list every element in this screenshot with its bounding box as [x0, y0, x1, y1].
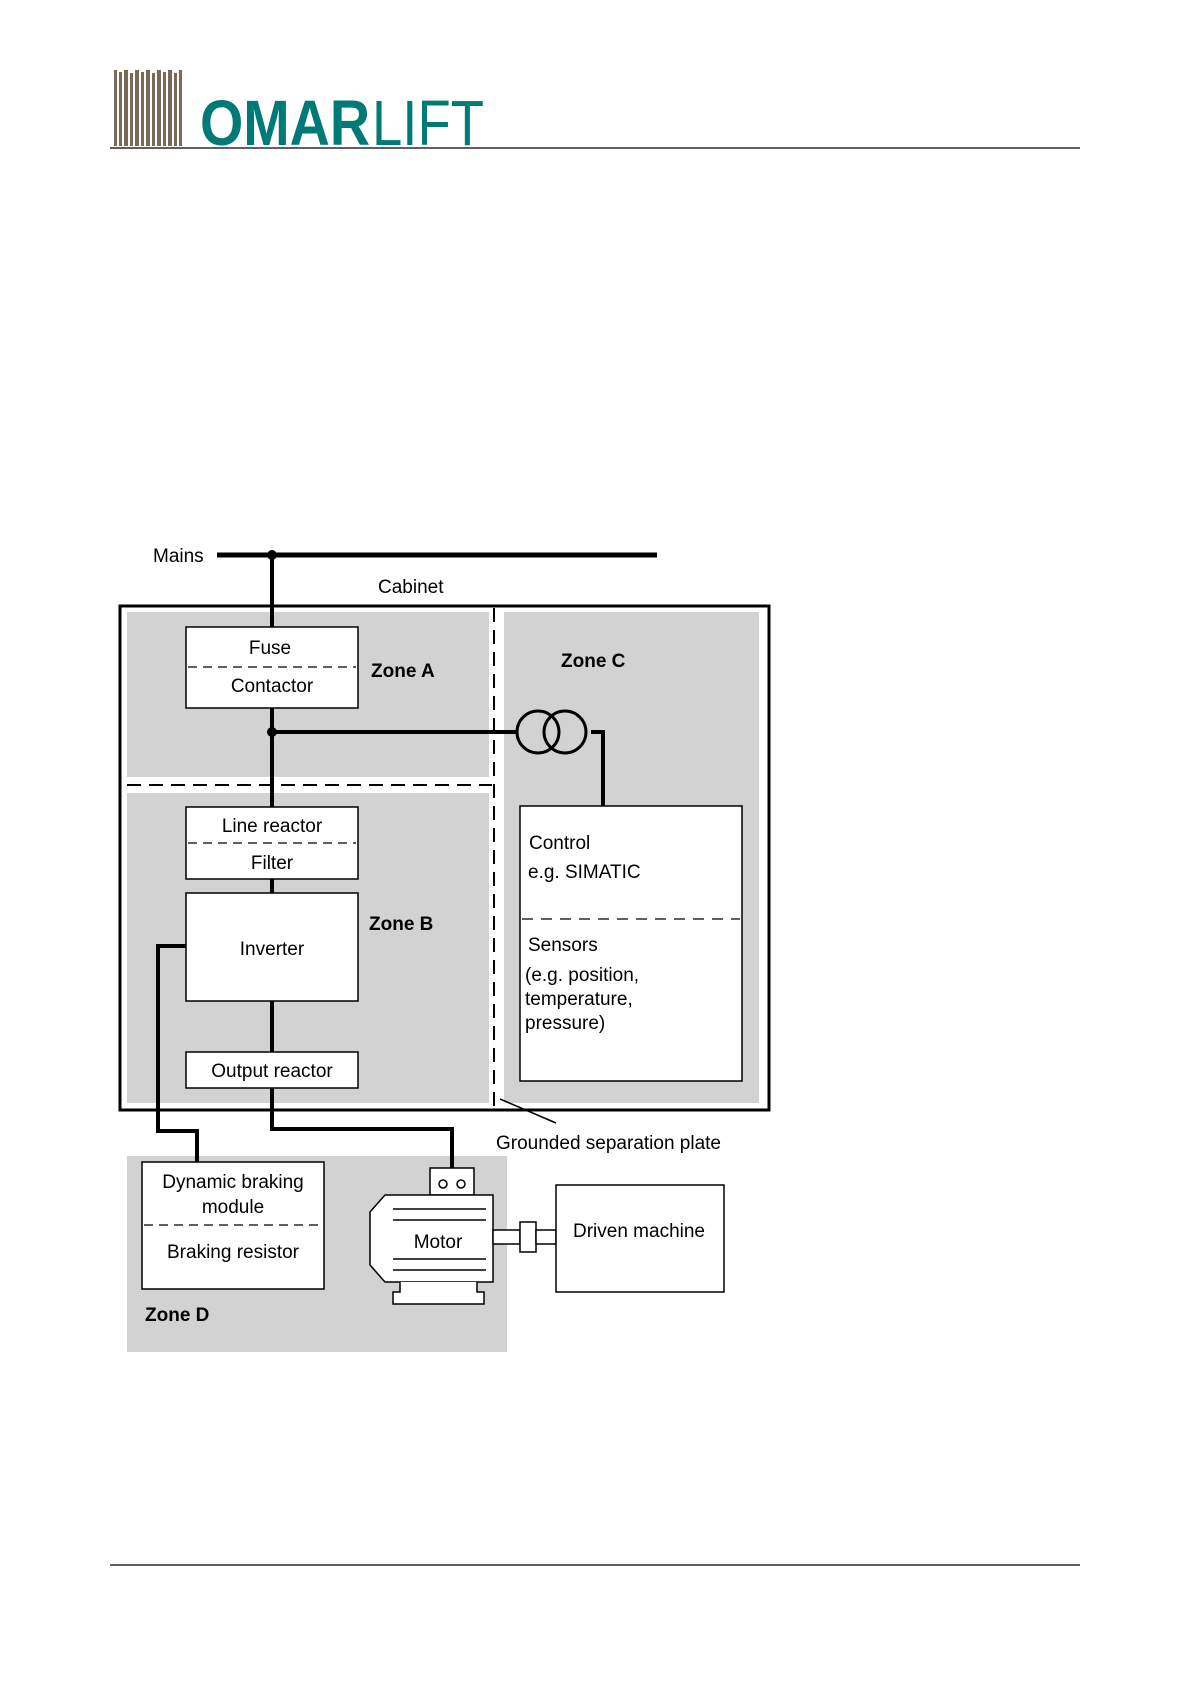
contactor-junction: [267, 727, 277, 737]
sensors-line2-label: temperature,: [525, 989, 633, 1010]
dynamic-braking-line2-label: module: [202, 1197, 264, 1218]
mains-label: Mains: [153, 546, 204, 567]
filter-label: Filter: [251, 853, 294, 874]
control-example-label: e.g. SIMATIC: [528, 862, 641, 883]
contactor-label: Contactor: [231, 676, 314, 697]
zone-b-label: Zone B: [369, 914, 433, 935]
dynamic-braking-line1-label: Dynamic braking: [162, 1172, 304, 1193]
output-reactor-label: Output reactor: [211, 1061, 333, 1082]
zone-c-label: Zone C: [561, 651, 626, 672]
sensors-label: Sensors: [528, 935, 598, 956]
logo-stripes: [114, 70, 182, 146]
motor-label: Motor: [414, 1232, 463, 1253]
inverter-label: Inverter: [240, 939, 305, 960]
driven-machine-label: Driven machine: [573, 1221, 705, 1242]
zone-d-label: Zone D: [145, 1305, 209, 1326]
braking-resistor-label: Braking resistor: [167, 1242, 300, 1263]
zone-a-label: Zone A: [371, 661, 435, 682]
cabinet-label: Cabinet: [378, 577, 444, 598]
line-reactor-label: Line reactor: [222, 816, 323, 837]
separation-plate-label: Grounded separation plate: [496, 1133, 721, 1154]
omarlift-logo: OMAR LIFT: [114, 70, 484, 159]
sensors-line1-label: (e.g. position,: [525, 965, 639, 986]
fuse-label: Fuse: [249, 638, 291, 659]
sensors-line3-label: pressure): [525, 1013, 605, 1034]
control-label: Control: [529, 833, 590, 854]
